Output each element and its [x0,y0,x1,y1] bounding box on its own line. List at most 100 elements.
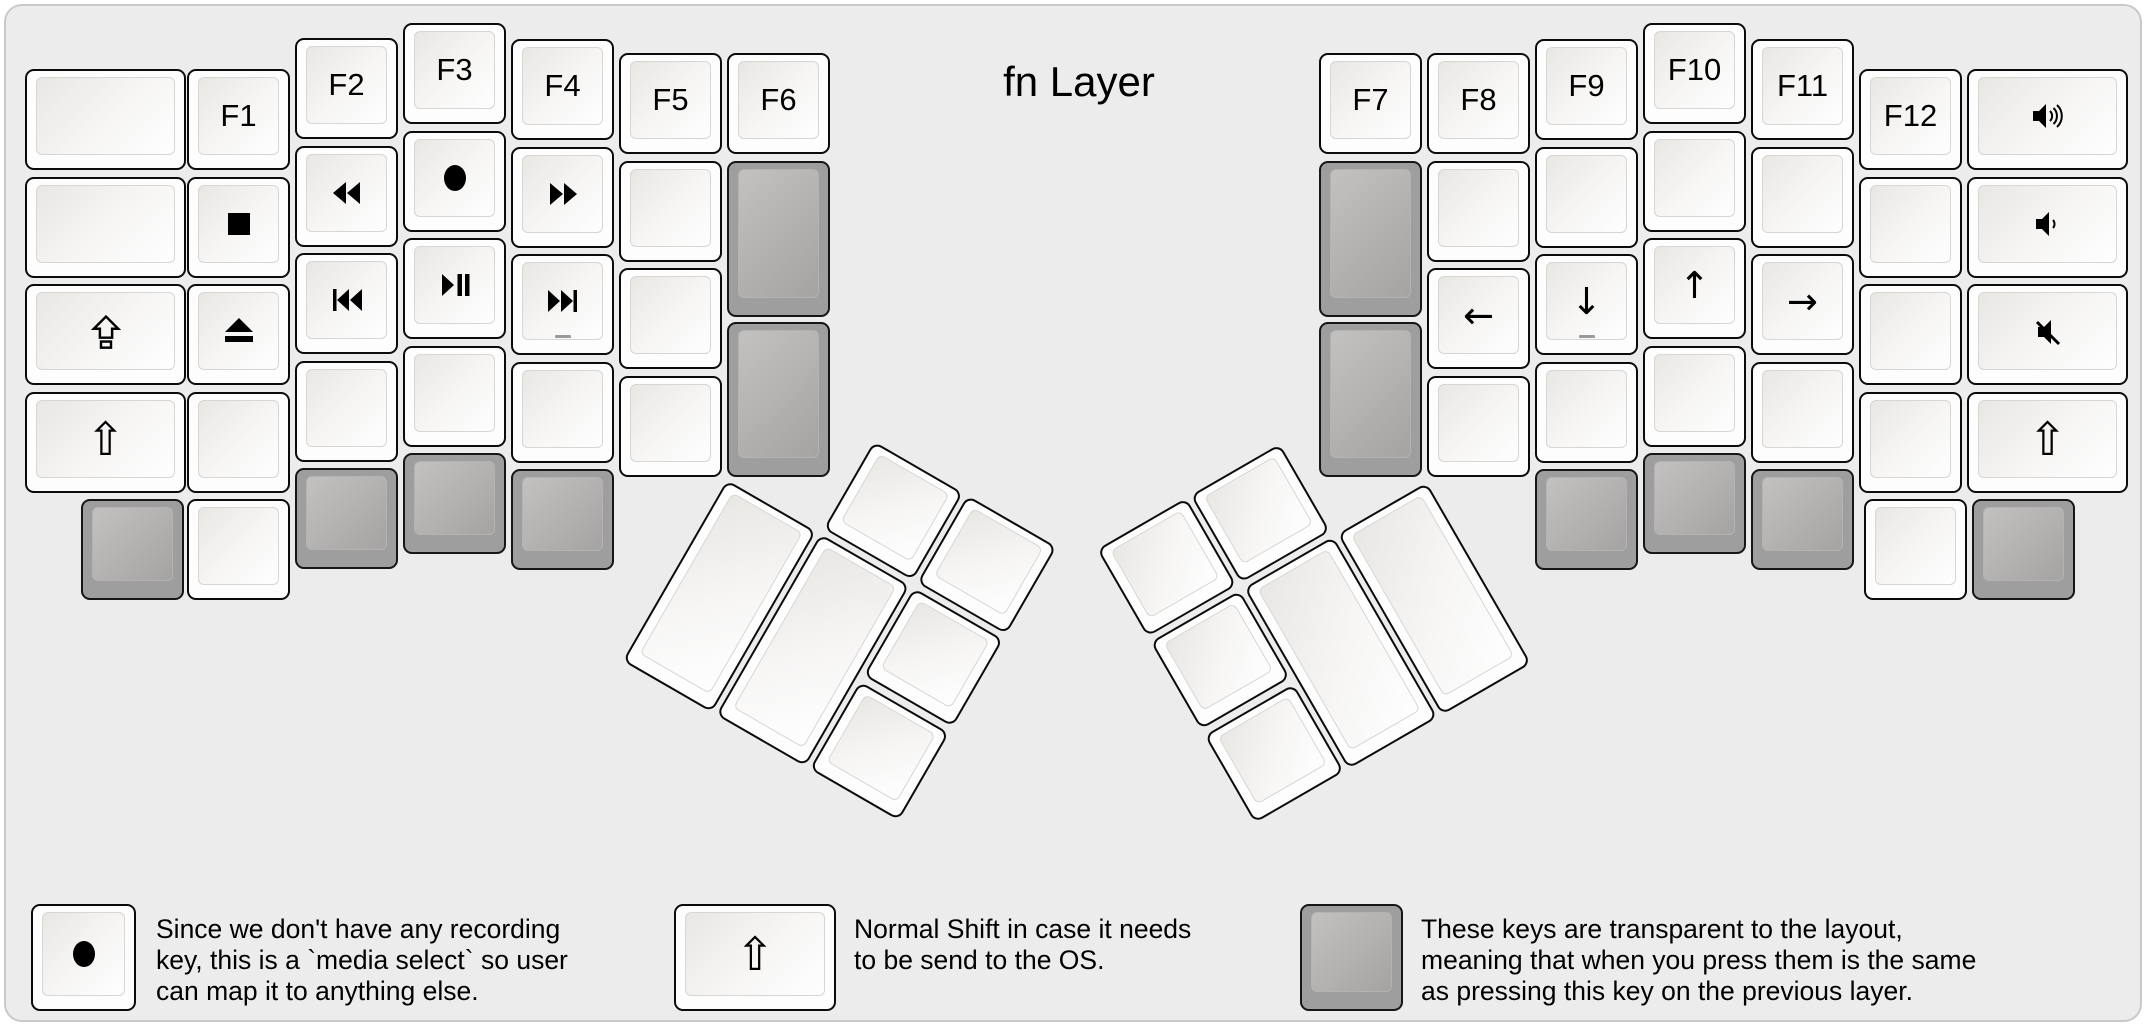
key-f12-cap: F12 [1870,77,1951,155]
key-transparent-l2-cap [306,476,387,554]
key-f11-cap: F11 [1762,47,1843,125]
key-blank-l4-cap [198,507,279,585]
key-arrow-right-cap: → [1762,262,1843,340]
key-f11-label: F11 [1776,68,1829,103]
key-thumb-l1-cap [841,453,950,561]
key-blank-l1 [25,69,186,170]
key-stop [187,176,290,278]
key-blank-l9-cap [630,276,711,354]
key-arrow-down-surface [1546,262,1627,340]
key-f5-cap: F5 [630,61,711,139]
key-blank-r12 [1864,499,1967,600]
key-blank-r7-cap [1762,155,1843,233]
key-blank-l7-surface [522,369,603,448]
key-volume-up [1967,69,2128,170]
key-caps-lock-cap [36,292,175,370]
key-shift-left-cap: ⇧ [36,400,175,478]
key-f7: F7 [1319,53,1422,154]
key-transparent-r3-cap [1546,477,1627,555]
mute-icon [2035,320,2060,346]
shift-icon: ⇧ [86,411,125,466]
key-blank-l6-surface [414,353,495,432]
arrow-down-icon: ↓ [1570,279,1602,323]
key-f6-cap: F6 [738,61,819,139]
volume-up-icon [2032,104,2063,128]
key-transparent-l2-surface [306,476,387,550]
key-shift-left-surface [36,399,175,478]
key-f12-label: F12 [1883,98,1938,133]
key-f4: F4 [511,39,614,140]
fast-forward-icon [549,182,577,205]
key-arrow-right: → [1751,254,1854,355]
key-f8-label: F8 [1460,82,1497,117]
key-blank-r11-cap [1870,400,1951,478]
key-f5: F5 [619,53,722,154]
key-arrow-up-surface [1654,246,1735,324]
key-transparent-l3 [403,453,506,554]
key-arrow-down-cap: ↓ [1546,262,1627,340]
key-prev-track-cap [306,261,387,339]
key-f7-cap: F7 [1330,61,1411,139]
key-blank-l2 [25,176,186,278]
key-transparent-r6-cap [1983,507,2064,585]
key-f4-label: F4 [544,68,581,103]
key-arrow-up: ↑ [1643,238,1746,339]
key-f1-surface [198,77,279,155]
rewind-icon [332,181,360,204]
key-f6-label: F6 [760,82,797,117]
key-f5-label: F5 [652,82,689,117]
key-transparent-r2-surface [1330,330,1411,458]
key-blank-r9 [1859,176,1962,278]
key-f4-cap: F4 [522,47,603,125]
key-blank-r6-cap [1654,354,1735,432]
key-blank-l9-surface [630,276,711,354]
key-play-pause-cap [414,246,495,324]
key-blank-r4-surface [1546,369,1627,448]
key-f1-cap: F1 [198,77,279,155]
key-f10-label: F10 [1667,52,1722,87]
legend-transparent-keys-key-surface [1311,912,1392,992]
key-transparent-r3-surface [1546,477,1627,551]
key-arrow-left: ← [1427,268,1530,369]
key-transparent-l1-surface [92,507,173,581]
legend-transparent-keys-key [1300,904,1403,1011]
key-transparent-r2 [1319,322,1422,477]
key-blank-r10-cap [1870,292,1951,370]
key-arrow-up-cap: ↑ [1654,246,1735,324]
key-transparent-l4-surface [522,477,603,551]
key-transparent-r5-surface [1762,477,1843,551]
key-blank-l4 [187,499,290,600]
key-f3-surface [414,31,495,109]
next-track-icon [547,290,577,312]
legend-normal-shift-key-surface [685,912,825,996]
key-blank-r8-cap [1762,370,1843,448]
key-fast-forward [511,146,614,248]
key-transparent-l3-cap [414,461,495,539]
key-blank-r3-surface [1546,154,1627,233]
key-volume-down [1967,176,2128,278]
key-transparent-r4-surface [1654,461,1735,535]
key-f4-surface [522,47,603,125]
key-blank-r4 [1535,361,1638,463]
key-f2: F2 [295,38,398,139]
key-blank-l8 [619,160,722,262]
key-f10-surface [1654,31,1735,109]
key-f1-label: F1 [220,98,257,133]
key-blank-l3-surface [198,399,279,478]
key-blank-r9-surface [1870,184,1951,263]
key-f11-surface [1762,47,1843,125]
key-arrow-left-cap: ← [1438,276,1519,354]
key-transparent-l6-surface [738,330,819,458]
key-thumb-l6-cap [827,694,936,802]
key-blank-r2-surface [1438,383,1519,462]
key-f11: F11 [1751,39,1854,140]
caps-lock-icon [90,314,121,349]
shift-icon: ⇧ [2028,411,2067,466]
key-transparent-l1 [81,499,184,600]
key-f12-surface [1870,77,1951,155]
key-blank-l1-surface [36,77,175,155]
key-transparent-l5 [727,160,830,317]
key-f9-label: F9 [1568,68,1605,103]
key-next-track [511,254,614,355]
